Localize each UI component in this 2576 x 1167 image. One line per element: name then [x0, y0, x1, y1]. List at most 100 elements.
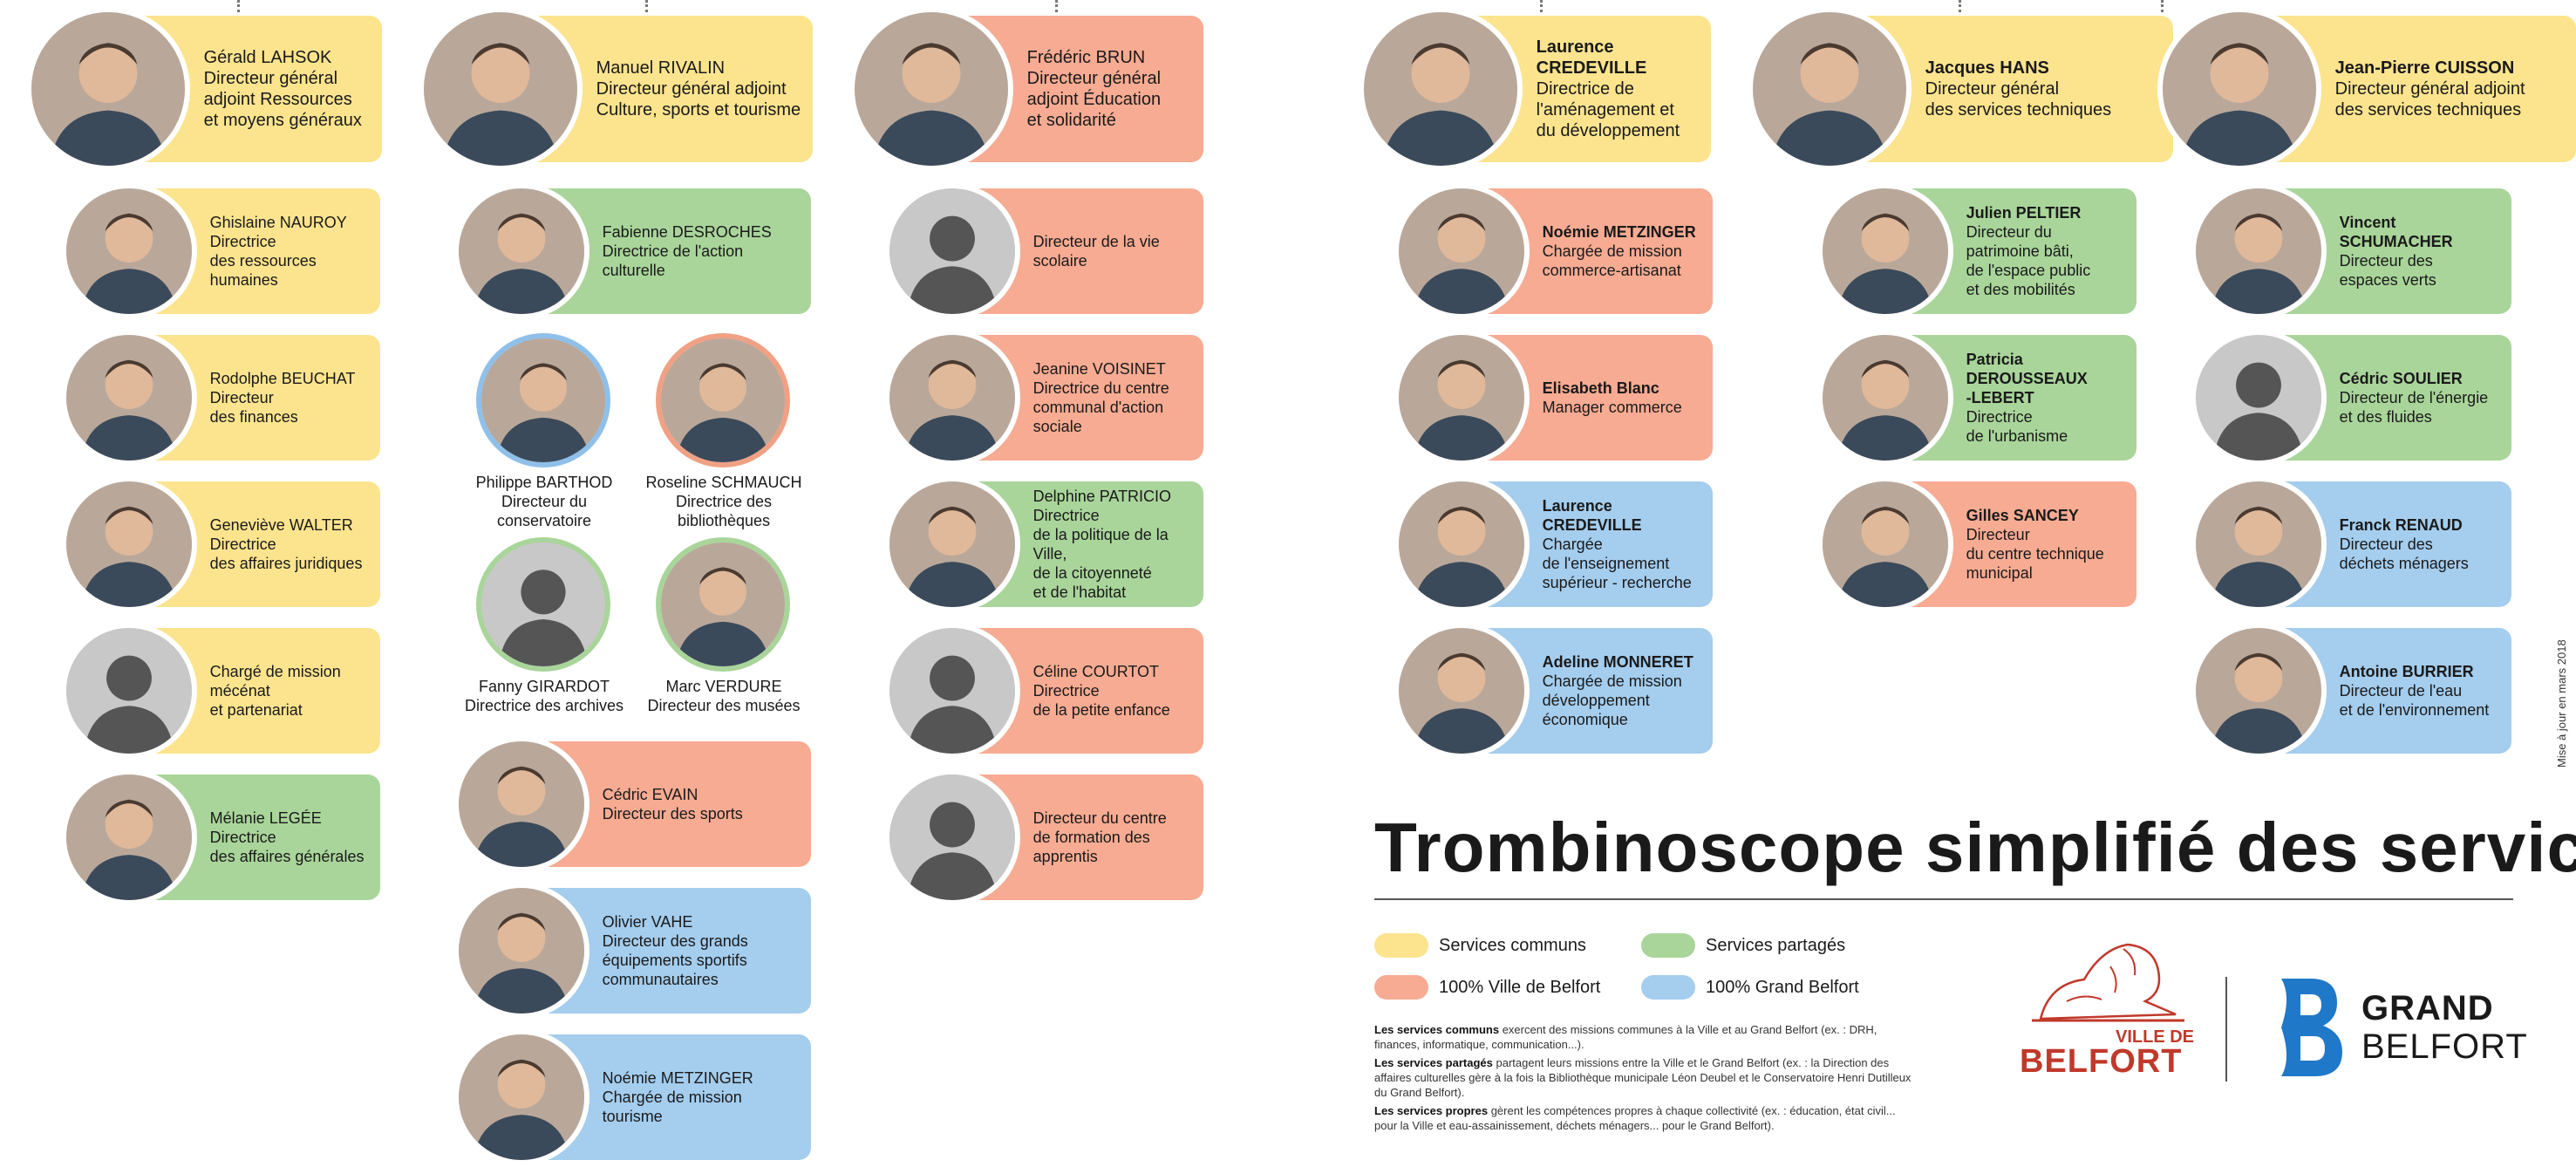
- grand-logo-top: GRAND: [2361, 989, 2494, 1027]
- person-role: Directeur général adjoint Ressources et …: [203, 69, 362, 130]
- portrait-photo-icon: [1823, 481, 1948, 607]
- person-name: Ghislaine NAUROY: [209, 214, 347, 231]
- person-role: Directrice des affaires générales: [209, 829, 365, 865]
- person-name: Manuel RIVALIN: [596, 58, 726, 78]
- legend-ville: 100% Ville de Belfort: [1374, 975, 1600, 1000]
- person-role: Chargée de mission développement économi…: [1542, 672, 1682, 728]
- person-role: Directeur du conservatoire: [496, 493, 592, 529]
- portrait-photo-icon: [66, 775, 192, 900]
- portrait-photo-icon: [424, 12, 577, 166]
- person-name: Antoine BURRIER: [2339, 663, 2474, 680]
- portrait-photo-icon: [66, 335, 192, 461]
- person-role: Directrice des bibliothèques: [675, 493, 773, 529]
- card-text: Gilles SANCEY Directeur du centre techniq…: [1966, 506, 2104, 583]
- person-role: Directeur de la vie scolaire: [1032, 233, 1160, 270]
- avatar: [476, 333, 610, 467]
- legend-swatch: [1374, 933, 1428, 958]
- avatar: [884, 330, 1020, 466]
- staff-card: Directeur de la vie scolaire: [884, 183, 1203, 319]
- person-role: Directeur du centre technique municipal: [1966, 526, 2104, 582]
- person-silhouette-icon: [889, 628, 1015, 754]
- legend-label: Services partagés: [1706, 935, 1846, 955]
- avatar: [453, 883, 589, 1019]
- person-role: Directrice de la petite enfance: [1032, 682, 1170, 719]
- person-role: Directeur du patrimoine bâti, de l'espac…: [1966, 223, 2091, 298]
- placeholder-avatar: [61, 623, 197, 759]
- avatar: [61, 330, 197, 466]
- avatar: [1748, 7, 1912, 171]
- person-name: Geneviève WALTER: [209, 516, 353, 534]
- person-role: Directeur général adjoint Éducation et s…: [1026, 69, 1162, 130]
- avatar: [453, 1029, 589, 1165]
- mini-caption: Roseline SCHMAUCH Directrice des biblioth…: [610, 473, 837, 530]
- person-name: Vincent SCHUMACHER: [2339, 214, 2453, 250]
- portrait-photo-icon: [1399, 188, 1524, 314]
- connector-dots: [1540, 0, 1546, 12]
- portrait-photo-icon: [2196, 188, 2321, 314]
- avatar: [1394, 476, 1530, 612]
- lion-icon: [2032, 943, 2184, 1022]
- person-role: Directeur général des services technique…: [1925, 79, 2112, 119]
- legend-communs: Services communs: [1374, 933, 1586, 958]
- portrait-photo-icon: [889, 335, 1015, 461]
- avatar: [26, 7, 190, 171]
- portrait-photo-icon: [459, 1034, 584, 1160]
- staff-card: Chargé de mission mécénat et partenariat: [61, 623, 380, 759]
- person-name: Delphine PATRICIO: [1032, 488, 1172, 505]
- person-role: Directrice de l'aménagement et du dévelo…: [1536, 79, 1680, 140]
- person-role: Directeur général adjoint Culture, sport…: [596, 79, 801, 119]
- staff-card: Gilles SANCEY Directeur du centre techniq…: [1817, 476, 2136, 612]
- connector-dots: [237, 0, 243, 12]
- avatar: [61, 183, 197, 319]
- person-name: Gérald LAHSOK: [203, 48, 332, 67]
- person-silhouette-icon: [2196, 335, 2321, 461]
- grand-belfort-logo: GRAND BELFORT: [2266, 975, 2527, 1083]
- portrait-photo-icon: [1364, 12, 1517, 166]
- portrait-photo-icon: [481, 338, 605, 462]
- person-role: Chargée de mission commerce-artisanat: [1542, 242, 1682, 279]
- legend-partages: Services partagés: [1641, 933, 1845, 958]
- legend-swatch: [1374, 975, 1428, 1000]
- avatar: [1394, 623, 1530, 759]
- portrait-photo-icon: [31, 12, 185, 166]
- person-name: Noémie METZINGER: [602, 1069, 753, 1087]
- legend-swatch: [1641, 933, 1695, 958]
- person-name: Patricia DEROUSSEAUX -LEBERT: [1966, 351, 2088, 406]
- avatar: [453, 183, 589, 319]
- person-name: Adeline MONNERET: [1542, 653, 1693, 671]
- note-propres: Les services propres gèrent les compéten…: [1374, 1104, 1896, 1132]
- logo-separator: [2225, 977, 2227, 1082]
- legend-notes: Les services communs exercent des missio…: [1374, 1022, 1915, 1136]
- person-role: Directrice des ressources humaines: [209, 233, 317, 289]
- avatar: [849, 7, 1013, 171]
- avatar: [1817, 183, 1953, 319]
- person-name: Roseline SCHMAUCH: [645, 474, 802, 491]
- portrait-photo-icon: [1823, 188, 1948, 314]
- avatar: [1817, 330, 1953, 466]
- person-name: Gilles SANCEY: [1966, 507, 2079, 524]
